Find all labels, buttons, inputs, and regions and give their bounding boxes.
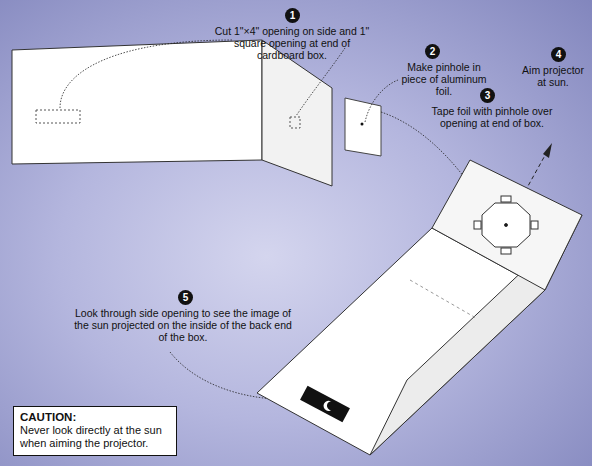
instruction-text: Tape foil with pinhole over opening at e…	[428, 105, 556, 129]
end-opening-outline	[290, 117, 300, 128]
instruction-text: Cut 1"×4" opening on side and 1" square …	[212, 25, 372, 61]
caution-heading: CAUTION:	[20, 411, 170, 424]
caution-box: CAUTION:Never look directly at the sun w…	[13, 406, 177, 456]
projector-box	[257, 160, 582, 455]
side-opening-outline	[36, 110, 80, 123]
taped-foil	[474, 196, 538, 254]
callout-number: 2	[425, 44, 440, 59]
viewing-slot	[300, 386, 350, 423]
callout-number: 3	[480, 88, 495, 103]
instruction-text: Aim projector at sun.	[520, 64, 586, 88]
cardboard-box	[12, 40, 332, 186]
instruction-text: Look through side opening to see the ima…	[72, 307, 294, 343]
callout-number: 5	[178, 290, 193, 305]
caution-text: Never look directly at the sun when aimi…	[20, 424, 170, 450]
callout-number: 4	[551, 47, 566, 62]
aluminum-foil	[345, 98, 381, 156]
callout-number: 1	[285, 8, 300, 23]
pinhole	[361, 123, 364, 126]
instruction-text: Make pinhole in piece of aluminum foil.	[396, 61, 492, 97]
